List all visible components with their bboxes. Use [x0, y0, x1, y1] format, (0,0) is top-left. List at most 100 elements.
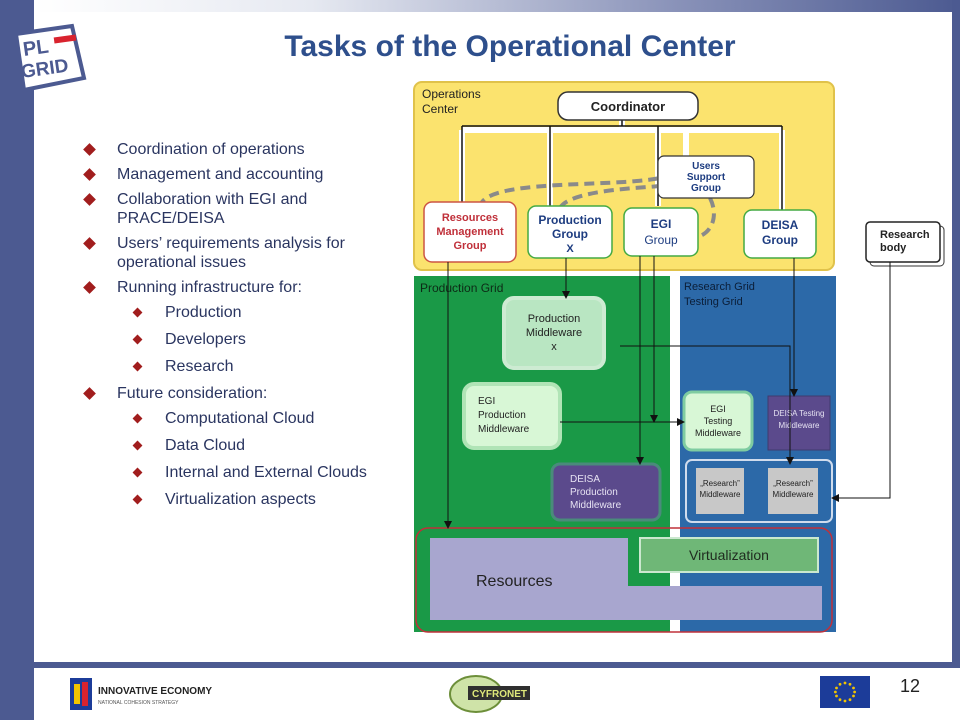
- egi-prod-mw-label-3: Middleware: [478, 424, 530, 435]
- bullet-text: Data Cloud: [165, 437, 246, 454]
- research-middleware-a-box: [696, 468, 744, 514]
- deisa-group-box: [743, 209, 817, 259]
- operations-center-label-1: Operations: [422, 87, 481, 101]
- deisa-group-label-2: Group: [762, 233, 798, 247]
- deisa-production-middleware-box: [550, 462, 662, 522]
- resources-mgmt-label-2: Management: [436, 226, 504, 238]
- bullet-item: Collaboration with EGI and PRACE/DEISA: [80, 190, 390, 228]
- research-grid-label-1: Research Grid: [684, 281, 755, 293]
- bullet-text: Developers: [165, 331, 246, 348]
- bullet-text: Management and accounting: [117, 166, 324, 183]
- production-grid-label: Production Grid: [420, 281, 503, 295]
- bullet-diamond-icon: [83, 193, 96, 206]
- prod-mw-label-1: Production: [528, 313, 581, 325]
- production-group-box: [527, 205, 613, 259]
- resources-outline: [415, 527, 833, 633]
- bullet-item: Users’ requirements analysis for operati…: [80, 234, 390, 272]
- sub-bullet-item: Computational Cloud: [80, 409, 390, 428]
- bullet-text: Production: [165, 304, 242, 321]
- sub-bullet-diamond-icon: [132, 307, 143, 318]
- sub-bullet-item: Virtualization aspects: [80, 490, 390, 509]
- egi-test-mw-label-1: EGI: [710, 404, 726, 414]
- bullet-item: Management and accounting: [80, 165, 390, 184]
- bullet-text: Internal and External Clouds: [165, 464, 367, 481]
- bullet-text: Collaboration with EGI and PRACE/DEISA: [117, 191, 308, 227]
- egi-test-mw-label-3: Middleware: [695, 428, 741, 438]
- bullet-text: Coordination of operations: [117, 141, 305, 158]
- footer: INNOVATIVE ECONOMY NATIONAL COHESION STR…: [0, 668, 960, 720]
- operations-diagram: Operations Center Coordinator Users Supp…: [413, 81, 945, 633]
- research-mw-a-label-1: „Research”: [700, 479, 740, 488]
- prod-mw-label-3: x: [551, 341, 557, 353]
- coordinator-box: [557, 91, 699, 121]
- research-body-label-2: body: [880, 242, 907, 254]
- coordinator-label: Coordinator: [591, 99, 665, 114]
- bullet-diamond-icon: [83, 281, 96, 294]
- bullet-diamond-icon: [83, 387, 96, 400]
- deisa-prod-mw-label-1: DEISA: [570, 474, 600, 485]
- bullet-list: Coordination of operations Management an…: [80, 140, 390, 517]
- bullet-diamond-icon: [83, 168, 96, 181]
- virtualization-label: Virtualization: [689, 547, 769, 563]
- users-support-label-1: Users: [692, 161, 720, 172]
- research-grid-box: [680, 276, 836, 632]
- bullet-diamond-icon: [83, 237, 96, 250]
- production-group-label-1: Production: [538, 213, 601, 227]
- resources-management-group-box: [423, 201, 517, 263]
- bottom-frame-line: [34, 662, 960, 668]
- deisa-test-mw-label-2: Middleware: [779, 421, 820, 430]
- deisa-group-label-1: DEISA: [762, 218, 799, 232]
- innovative-economy-sub: NATIONAL COHESION STRATEGY: [98, 700, 179, 706]
- prod-mw-label-2: Middleware: [526, 327, 582, 339]
- innovative-economy-text: INNOVATIVE ECONOMY: [98, 686, 212, 697]
- deisa-prod-mw-label-3: Middleware: [570, 500, 622, 511]
- bullet-text: Computational Cloud: [165, 410, 315, 427]
- users-support-label-2: Support: [687, 172, 726, 183]
- egi-test-mw-label-2: Testing: [704, 416, 733, 426]
- egi-production-middleware-box: [462, 382, 562, 450]
- top-frame-gradient: [34, 0, 960, 12]
- bullet-item: Running infrastructure for:: [80, 278, 390, 297]
- bullet-diamond-icon: [83, 143, 96, 156]
- bullet-text: Virtualization aspects: [165, 491, 316, 508]
- diagram-arrows: [444, 256, 891, 529]
- research-body-box: [865, 221, 941, 263]
- production-group-label-2: Group: [552, 227, 588, 241]
- bullet-text: Future consideration:: [117, 385, 268, 402]
- cyfronet-logo: CYFRONET: [449, 675, 530, 713]
- egi-group-label-2: Group: [644, 233, 678, 247]
- egi-group-box: [623, 207, 699, 257]
- right-frame-bar: [952, 0, 960, 665]
- sub-bullet-item: Research: [80, 357, 390, 376]
- sub-bullet-item: Production: [80, 303, 390, 322]
- sub-bullet-diamond-icon: [132, 467, 143, 478]
- egi-group-label-1: EGI: [651, 217, 672, 231]
- users-support-label-3: Group: [691, 183, 721, 194]
- users-support-group-box: [657, 155, 755, 199]
- operations-center-label-2: Center: [422, 102, 458, 116]
- egi-prod-mw-label-2: Production: [478, 410, 526, 421]
- research-middleware-group: [685, 459, 833, 523]
- resources-label: Resources: [476, 573, 552, 590]
- sub-bullet-item: Internal and External Clouds: [80, 463, 390, 482]
- research-mw-b-label-2: Middleware: [773, 490, 814, 499]
- cyfronet-text: CYFRONET: [472, 689, 527, 700]
- sub-bullet-diamond-icon: [132, 361, 143, 372]
- sub-bullet-diamond-icon: [132, 440, 143, 451]
- plgrid-logo-text-1: PL: [22, 36, 50, 61]
- research-body-label-1: Research: [880, 229, 930, 241]
- egi-prod-mw-label-1: EGI: [478, 396, 495, 407]
- left-frame-bar: [0, 0, 34, 720]
- research-mw-a-label-2: Middleware: [700, 490, 741, 499]
- virtualization-box: [639, 537, 819, 573]
- deisa-prod-mw-label-2: Production: [570, 487, 618, 498]
- research-grid-label-2: Testing Grid: [684, 296, 743, 308]
- sub-bullet-diamond-icon: [132, 334, 143, 345]
- slide-title: Tasks of the Operational Center: [284, 30, 736, 63]
- bullet-text: Users’ requirements analysis for operati…: [117, 235, 345, 271]
- resources-mgmt-label-1: Resources: [442, 212, 498, 224]
- bullet-item: Future consideration:: [80, 384, 390, 403]
- bullet-item: Coordination of operations: [80, 140, 390, 159]
- deisa-test-mw-label-1: DEISA Testing: [774, 409, 825, 418]
- eu-flag-icon: [820, 676, 870, 708]
